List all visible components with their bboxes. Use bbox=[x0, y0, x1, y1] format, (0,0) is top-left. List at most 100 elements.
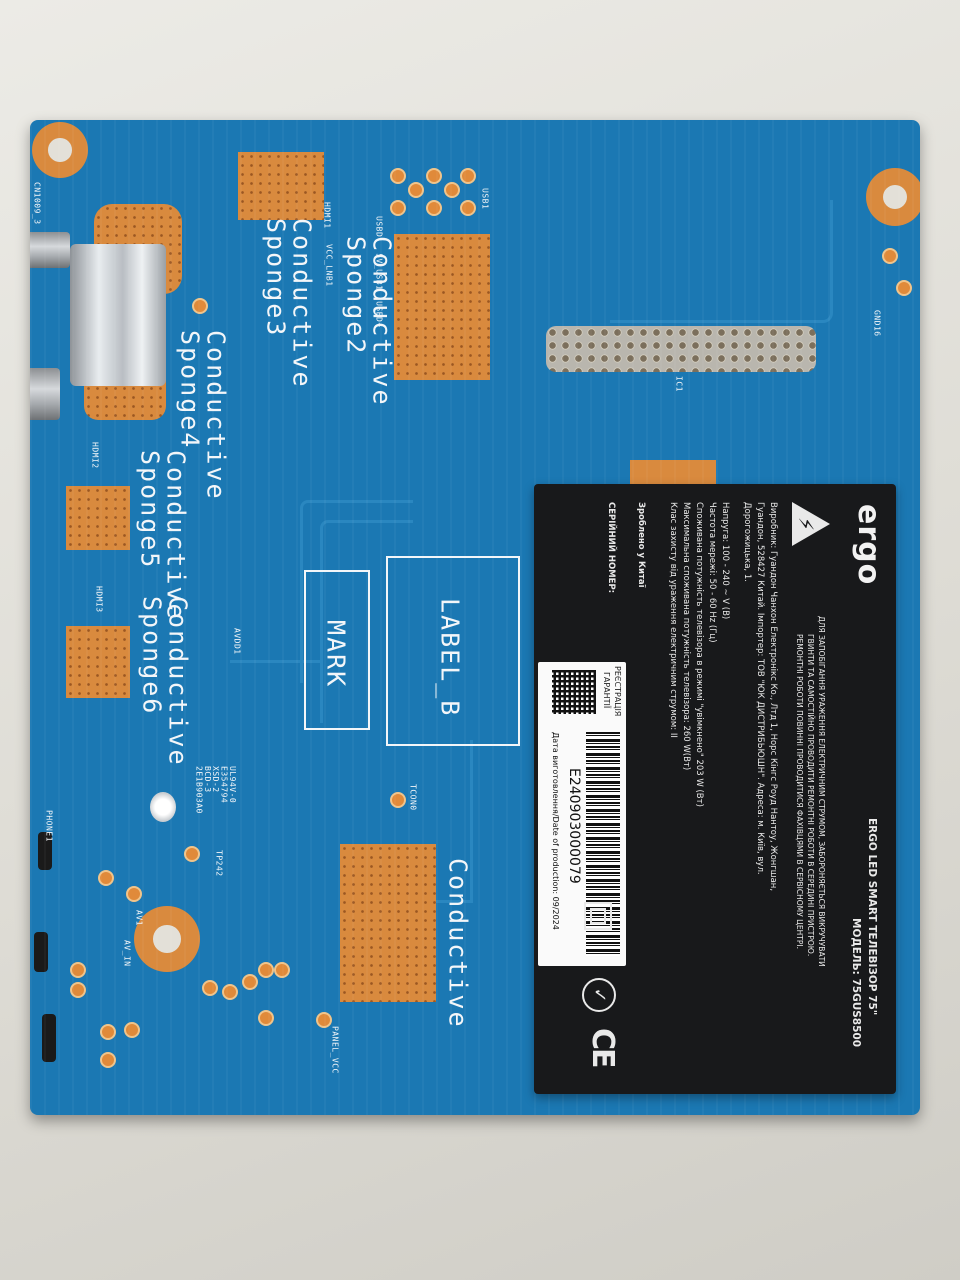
manufacturer-info: Гуандон, 528427 Китай. Імпортер: ТОВ "ЮК… bbox=[755, 502, 765, 875]
trace-bundle bbox=[320, 520, 413, 683]
product-title: ERGO LED SMART ТЕЛЕВІЗОР 75" bbox=[866, 818, 878, 1016]
silkscreen-sponge4: Conductive Sponge4 bbox=[175, 330, 231, 501]
via bbox=[126, 886, 142, 902]
via bbox=[100, 1024, 116, 1040]
audio-jack bbox=[38, 832, 52, 870]
ukrainian-conformity-icon: ✓ bbox=[582, 978, 616, 1012]
trace-bundle bbox=[230, 660, 323, 723]
board-to-board-connector bbox=[546, 326, 816, 372]
trace-bundle bbox=[300, 500, 413, 683]
via bbox=[258, 1010, 274, 1026]
silkscreen-sponge3: Conductive Sponge3 bbox=[261, 218, 317, 389]
copper-pad bbox=[66, 486, 130, 550]
mounting-hole bbox=[866, 168, 920, 226]
silkscreen-conductive: Conductive bbox=[443, 858, 473, 1029]
product-sticker: ergo ERGO LED SMART ТЕЛЕВІЗОР 75" МОДЕЛЬ… bbox=[534, 484, 896, 1094]
mounting-hole bbox=[134, 906, 200, 972]
audio-jack bbox=[34, 932, 48, 972]
manufacturer-info: Виробник: Гуандон Чанхон Електронікс Ко.… bbox=[768, 502, 778, 892]
silkscreen-tcon: TCON0 bbox=[408, 784, 418, 811]
via bbox=[444, 182, 460, 198]
silkscreen-gnd: GND16 bbox=[872, 310, 882, 337]
silkscreen-av1: AV1 bbox=[134, 910, 144, 926]
silkscreen-usb1: USB1 bbox=[480, 188, 490, 210]
ce-mark: CE bbox=[585, 1028, 620, 1067]
silkscreen-hdmi1: HDMI1 bbox=[322, 202, 332, 229]
coax-connector bbox=[30, 368, 60, 420]
via bbox=[390, 168, 406, 184]
via bbox=[460, 168, 476, 184]
production-date: Дата виготовлення/Date of production: 09… bbox=[551, 732, 560, 930]
via bbox=[192, 298, 208, 314]
via bbox=[408, 182, 424, 198]
qr-code bbox=[552, 670, 596, 714]
via bbox=[98, 870, 114, 886]
silkscreen-ul: UL94V-0 E354794 XSD-2 BCD-3 2E1B903A0 bbox=[194, 766, 237, 814]
via bbox=[202, 980, 218, 996]
copper-pad bbox=[238, 152, 324, 220]
silkscreen-ic: IC1 bbox=[674, 376, 684, 392]
silkscreen-sponge5: Conductive Sponge5 bbox=[135, 450, 191, 621]
audio-jack bbox=[42, 1014, 56, 1062]
spec-power-max: Максимальна споживана потужність телевіз… bbox=[681, 502, 691, 771]
warning-text: ГВИНТИ ТА САМОСТІЙНО ПРОВОДИТИ РЕМОНТНІ … bbox=[806, 634, 815, 957]
silkscreen-phone: PHONE1 bbox=[44, 810, 54, 842]
copper-pad bbox=[340, 844, 436, 1002]
spec-frequency: Частота мережі: 50 - 60 Hz (Гц) bbox=[707, 502, 717, 643]
spec-power-on: Споживана потужність телевізора в режимі… bbox=[694, 502, 704, 807]
warning-text: ДЛЯ ЗАПОБІГАННЯ УРАЖЕННЯ ЕЛЕКТРИЧНИМ СТР… bbox=[817, 616, 826, 967]
capacitor bbox=[150, 792, 176, 822]
via bbox=[124, 1022, 140, 1038]
silkscreen-sponge2: Conductive Sponge2 bbox=[341, 236, 397, 407]
silkscreen-panel: PANEL_VCC bbox=[330, 1026, 340, 1074]
silkscreen-hdmi3: HDMI3 bbox=[94, 586, 104, 613]
sticker-content: ergo ERGO LED SMART ТЕЛЕВІЗОР 75" МОДЕЛЬ… bbox=[534, 484, 896, 1094]
via bbox=[426, 200, 442, 216]
silkscreen-cn: CN1009_3 bbox=[32, 182, 42, 225]
silkscreen-tp: TP242 bbox=[214, 850, 224, 877]
lightning-icon: ⚡ bbox=[794, 517, 818, 532]
serial-label: СЕРІЙНИЙ НОМЕР: bbox=[606, 502, 616, 594]
silkscreen-mark: MARK bbox=[321, 620, 351, 689]
label-b-box bbox=[386, 556, 520, 746]
mark-box bbox=[304, 570, 370, 730]
double-insulation-icon bbox=[584, 902, 612, 930]
serial-number: E240903000079 bbox=[566, 768, 582, 884]
copper-pad bbox=[394, 234, 490, 380]
via bbox=[390, 200, 406, 216]
warning-text: РЕМОНТНІ РОБОТИ ПОВИННІ ПРОВОДИТИСЯ ФАХІ… bbox=[795, 634, 804, 949]
spec-voltage: Напруга: 100 - 240 ~ V (В) bbox=[720, 502, 730, 620]
silkscreen-sponge6: Conductive Sponge6 bbox=[137, 596, 193, 767]
silkscreen-hdmi2: HDMI2 bbox=[90, 442, 100, 469]
trace-bundle bbox=[610, 200, 833, 323]
via bbox=[222, 984, 238, 1000]
via bbox=[258, 962, 274, 978]
metal-shield bbox=[70, 244, 166, 386]
warranty-label: ГАРАНТІЇ bbox=[602, 672, 611, 709]
via bbox=[242, 974, 258, 990]
via bbox=[426, 168, 442, 184]
spec-protection-class: Клас захисту від ураження електричним ст… bbox=[668, 502, 678, 738]
manufacturer-info: Дорогожицька, 1. bbox=[742, 502, 752, 582]
silkscreen-avdd: AVDD1 bbox=[232, 628, 242, 655]
brand-logo: ergo bbox=[851, 504, 886, 586]
coax-connector bbox=[30, 232, 70, 268]
copper-pad bbox=[66, 626, 130, 698]
silkscreen-vcc: VCC_LNB1 bbox=[324, 244, 334, 287]
silkscreen-av-in: AV_IN bbox=[122, 940, 132, 967]
serial-number-panel: РЕЄСТРАЦІЯ ГАРАНТІЇ E240903000079 Дата в… bbox=[538, 662, 626, 966]
via bbox=[896, 280, 912, 296]
via bbox=[100, 1052, 116, 1068]
product-model: МОДЕЛЬ: 75GUS8500 bbox=[850, 918, 862, 1048]
via bbox=[70, 962, 86, 978]
via bbox=[460, 200, 476, 216]
via bbox=[390, 792, 406, 808]
via bbox=[184, 846, 200, 862]
via bbox=[882, 248, 898, 264]
mounting-hole bbox=[32, 122, 88, 178]
made-in: Зроблено у Китаї bbox=[636, 502, 646, 588]
via bbox=[316, 1012, 332, 1028]
warranty-label: РЕЄСТРАЦІЯ bbox=[613, 666, 622, 717]
via bbox=[70, 982, 86, 998]
silkscreen-usb: USBD- 5V_USB1 USBD+ bbox=[374, 216, 384, 328]
